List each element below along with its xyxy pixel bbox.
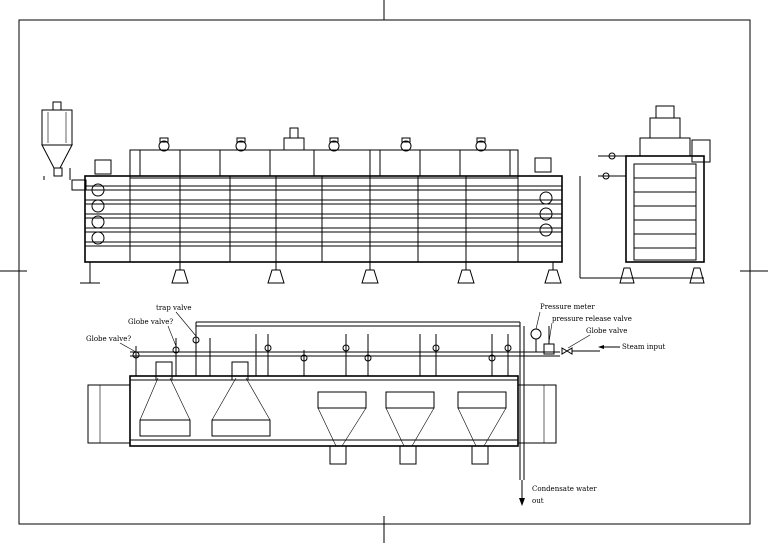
support-legs	[80, 262, 562, 284]
valve-globe-2	[172, 346, 180, 354]
label-globe-valve-right: Globe valve	[586, 327, 627, 335]
fan-motor-3	[328, 137, 340, 152]
label-globe-valve-left: Globe valve?	[86, 335, 131, 343]
circulation-fans	[139, 127, 511, 177]
dryer-main-body	[71, 149, 563, 263]
valve-trap	[192, 336, 200, 344]
front-elevation-view	[41, 101, 563, 284]
feed-hopper	[41, 101, 73, 180]
plan-view	[87, 311, 620, 506]
label-condensate-line1: Condensate water	[532, 485, 597, 493]
pressure-meter-symbol	[530, 328, 542, 352]
fan-motor-1	[158, 137, 170, 152]
fan-motor-5	[475, 137, 487, 152]
label-steam-input: Steam input	[622, 343, 666, 351]
steam-inlet-valve	[561, 347, 600, 355]
label-pressure-release-valve: pressure release valve	[552, 315, 632, 323]
label-pressure-meter: Pressure meter	[540, 303, 595, 311]
label-globe-valve-top: Globe valve?	[128, 318, 173, 326]
annotations: trap valve Globe valve? Globe valve? Pre…	[86, 303, 666, 505]
fan-motor-2	[235, 137, 247, 152]
pressure-release-valve-symbol	[543, 326, 555, 355]
label-trap-valve: trap valve	[156, 304, 192, 312]
label-condensate-line2: out	[532, 497, 544, 505]
side-elevation-view	[579, 105, 711, 284]
fan-motor-4	[400, 137, 412, 152]
